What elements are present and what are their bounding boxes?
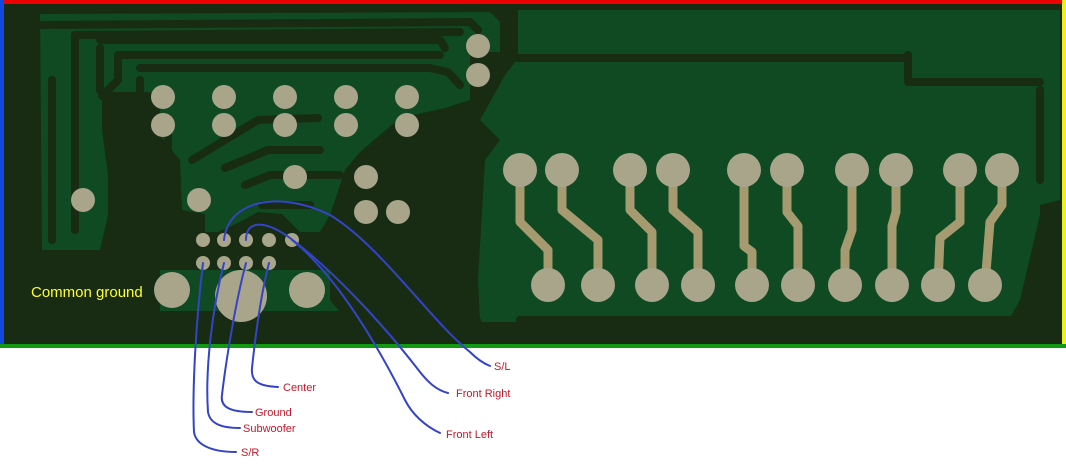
solder-pads	[71, 34, 1019, 322]
jack-pad	[735, 268, 769, 302]
pad	[212, 113, 236, 137]
border-right	[1062, 0, 1066, 348]
wire-s-l	[223, 200, 491, 367]
pad	[283, 165, 307, 189]
pad	[273, 85, 297, 109]
wire-front-right	[245, 223, 449, 394]
jack-pad	[781, 268, 815, 302]
jack-pad	[503, 153, 537, 187]
wire-subwoofer	[206, 262, 241, 429]
jack-pad	[531, 268, 565, 302]
border-left	[0, 0, 4, 348]
jack-pad	[545, 153, 579, 187]
jack-traces	[515, 165, 1007, 290]
wire-ground	[220, 262, 253, 413]
pad	[334, 85, 358, 109]
pad	[395, 85, 419, 109]
ground-pad	[215, 270, 267, 322]
jack-pad	[613, 153, 647, 187]
wire-front-left	[291, 239, 441, 434]
pad	[187, 188, 211, 212]
jack-pad	[943, 153, 977, 187]
pad	[386, 200, 410, 224]
wire-center	[250, 262, 279, 388]
pad	[273, 113, 297, 137]
pad	[354, 165, 378, 189]
pad	[354, 200, 378, 224]
label-front-left: Front Left	[446, 429, 493, 441]
pad	[71, 188, 95, 212]
jack-pad	[985, 153, 1019, 187]
jack-pad	[656, 153, 690, 187]
pointer-wires	[192, 200, 491, 453]
label-center: Center	[283, 382, 316, 394]
pad	[466, 63, 490, 87]
border-top	[0, 0, 1066, 4]
common-ground-label: Common ground	[31, 284, 143, 301]
jack-pad	[835, 153, 869, 187]
jack-pad	[581, 268, 615, 302]
border-bottom	[0, 344, 1066, 348]
jack-pad	[921, 268, 955, 302]
pad	[395, 113, 419, 137]
label-s-l: S/L	[494, 361, 511, 373]
jack-pad	[875, 268, 909, 302]
jack-pad	[828, 268, 862, 302]
jack-pad	[635, 268, 669, 302]
jack-pad	[770, 153, 804, 187]
label-subwoofer: Subwoofer	[243, 423, 296, 435]
wire-s-r	[192, 262, 237, 453]
label-front-right: Front Right	[456, 388, 510, 400]
pin-pad	[196, 233, 210, 247]
jack-pad	[968, 268, 1002, 302]
jack-pad	[879, 153, 913, 187]
pin-pad	[262, 233, 276, 247]
jack-pad	[727, 153, 761, 187]
jack-pad	[681, 268, 715, 302]
ground-pad	[289, 272, 325, 308]
pad	[466, 34, 490, 58]
ground-pad	[154, 272, 190, 308]
pad	[334, 113, 358, 137]
label-ground: Ground	[255, 407, 292, 419]
pad	[151, 85, 175, 109]
label-s-r: S/R	[241, 447, 259, 459]
pad	[151, 113, 175, 137]
pad	[212, 85, 236, 109]
